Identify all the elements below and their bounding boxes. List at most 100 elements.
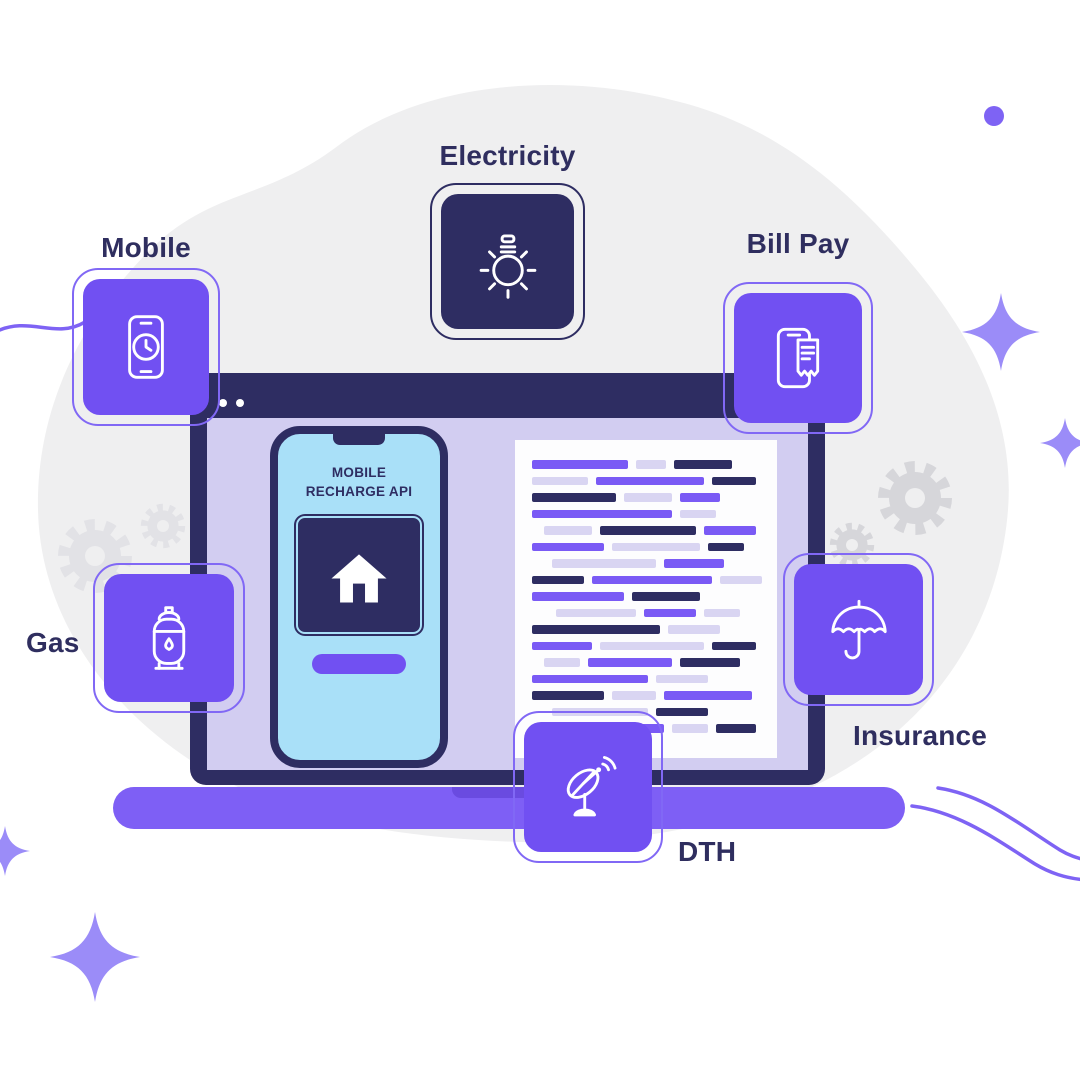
tile-gas [93,563,245,713]
code-segment [532,641,592,650]
code-segment [612,691,656,700]
window-dot [219,399,227,407]
wave-line [910,804,1080,882]
sparkle-star-icon [50,912,140,1002]
phone-receipt-icon [776,327,820,389]
gas-cylinder-icon [152,606,186,670]
code-panel [515,440,777,758]
sparkle-star-icon [962,293,1040,371]
code-segment [664,691,752,700]
tile-mobile [72,268,220,426]
tile-bill-pay-inner [734,293,862,423]
code-segment [716,724,756,733]
code-line [532,641,760,650]
tile-dth-inner [524,722,652,852]
tile-insurance [783,553,934,706]
gear-icon [878,461,952,535]
code-segment [532,674,648,683]
code-segment [544,526,592,535]
code-line [532,625,760,634]
phone-title-line2: RECHARGE API [305,483,413,499]
code-line [532,592,760,601]
code-segment [624,493,672,502]
code-segment [532,509,672,518]
code-segment [668,625,720,634]
code-segment [532,691,604,700]
label-insurance: Insurance [853,720,988,751]
code-segment [592,575,712,584]
code-segment [596,476,704,485]
code-segment [532,542,604,551]
light-bulb-icon [479,233,536,299]
code-line [532,575,762,584]
code-line [552,559,760,568]
label-dth: DTH [678,836,737,867]
code-line [544,526,760,535]
code-segment [656,674,708,683]
wave-line [936,786,1080,861]
code-segment [588,658,672,667]
code-segment [704,526,756,535]
label-bill-pay: Bill Pay [746,228,850,259]
tile-gas-inner [104,574,234,702]
window-dot [236,399,244,407]
phone-title: MOBILE RECHARGE API [278,464,440,502]
code-segment [532,460,628,469]
label-mobile: Mobile [101,232,191,263]
code-segment [680,493,720,502]
code-segment [532,592,624,601]
tile-electricity-inner [441,194,574,329]
tile-mobile-inner [83,279,209,415]
code-segment [644,608,696,617]
code-segment [712,476,756,485]
code-segment [672,724,708,733]
code-line [532,691,760,700]
code-segment [674,460,732,469]
umbrella-icon [830,599,887,659]
code-segment [704,608,740,617]
code-segment [708,542,744,551]
phone-title-line1: MOBILE [331,465,387,480]
code-segment [544,658,580,667]
dot-decoration [984,106,1004,126]
sparkle-star-icon [1040,418,1080,468]
code-line [532,476,760,485]
code-segment [532,575,584,584]
code-line [532,674,760,683]
code-line [532,542,760,551]
phone-notch [333,434,385,445]
code-segment [664,559,724,568]
gear-icon [140,503,186,549]
satellite-dish-icon [566,756,617,817]
code-segment [532,493,616,502]
code-segment [600,526,696,535]
code-segment [680,658,740,667]
home-icon [331,554,387,603]
phone-mockup: MOBILE RECHARGE API [270,426,448,768]
tile-bill-pay [723,282,873,434]
sparkle-star-icon [0,826,30,876]
code-line [556,608,760,617]
tile-insurance-inner [794,564,923,695]
code-segment [532,476,588,485]
home-card [296,515,422,634]
code-line [544,658,760,667]
code-segment [600,641,704,650]
code-segment [680,509,716,518]
code-segment [612,542,700,551]
code-segment [720,575,762,584]
code-segment [712,641,756,650]
code-line [532,460,760,469]
code-segment [632,592,700,601]
code-segment [656,707,708,716]
phone-button [312,653,406,674]
code-line [532,493,760,502]
code-segment [556,608,636,617]
tile-dth [513,711,663,863]
code-segment [552,559,656,568]
label-gas: Gas [26,627,80,658]
code-segment [636,460,666,469]
code-line [532,509,760,518]
code-segment [532,625,660,634]
